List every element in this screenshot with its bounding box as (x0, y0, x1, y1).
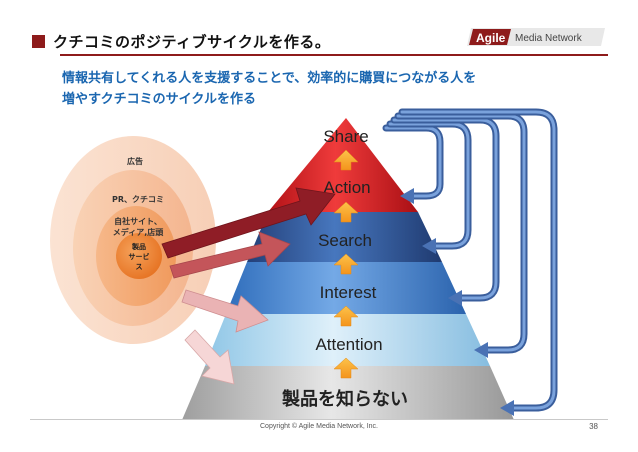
title-underline (60, 54, 608, 56)
loop-arrow-to-search (388, 122, 470, 248)
channel-arrows (161, 187, 336, 385)
loop-arrow-to-attention (396, 114, 526, 352)
logo-rest-text: Media Network (515, 33, 583, 44)
level-search: Search (318, 231, 372, 250)
title-bar: クチコミのポジティブサイクルを作る。 (32, 28, 330, 54)
level-action: Action (323, 178, 370, 197)
pyramid-attention-tier (205, 314, 490, 366)
loop-arrow-to-interest (392, 118, 498, 300)
page-title: クチコミのポジティブサイクルを作る。 (53, 32, 331, 51)
subtitle-line-2: 増やすクチコミのサイクルを作る (62, 92, 256, 107)
product-to-action-arrow (161, 187, 336, 259)
product-label-1: 製品 (131, 242, 146, 251)
stage-up-arrows (333, 149, 359, 379)
product-label-3: ス (136, 263, 143, 271)
level-attention: Attention (315, 335, 382, 354)
footer: Copyright © Agile Media Network, Inc. 38 (0, 416, 638, 442)
copyright-text: Copyright © Agile Media Network, Inc. (260, 423, 378, 430)
pr-to-interest-arrow (181, 289, 269, 333)
channel-circles: 広告 PR、クチコミ 自社サイト、 メディア,店頭 製品 サービ ス (50, 136, 216, 344)
subtitle-line-1: 情報共有してくれる人を支援することで、効率的に購買につながる人を (62, 71, 477, 86)
level-share: Share (323, 127, 368, 146)
ad-to-attention-arrow (184, 329, 235, 385)
subtitle: 情報共有してくれる人を支援することで、効率的に購買につながる人を 増やすクチコミ… (62, 68, 582, 110)
level-interest: Interest (320, 283, 377, 302)
pyramid-search-tier (247, 212, 442, 262)
up-arrow-icon (333, 201, 359, 223)
arrowhead-icon (422, 238, 436, 254)
share-loop-arrows (382, 108, 558, 412)
owned-to-search-arrow (169, 231, 291, 279)
page-number: 38 (589, 422, 598, 431)
product-label-2: サービ (129, 252, 150, 261)
up-arrow-icon (333, 253, 359, 275)
up-arrow-icon (333, 357, 359, 379)
pyramid-interest-tier (226, 262, 466, 314)
loop-arrowheads (400, 188, 514, 416)
up-arrow-icon (333, 305, 359, 327)
ad-label: 広告 (127, 156, 143, 166)
loop-arrow-to-unaware (400, 110, 556, 410)
title-marker (32, 34, 45, 48)
logo-agile-text: Agile (476, 31, 506, 45)
level-unaware: 製品を知らない (281, 388, 408, 410)
arrowhead-icon (400, 188, 414, 204)
pr-label: PR、クチコミ (112, 194, 164, 204)
owned-label-2: メディア,店頭 (113, 227, 164, 237)
pyramid-unaware-tier (182, 366, 514, 420)
owned-label-1: 自社サイト、 (114, 216, 162, 226)
arrowhead-icon (500, 400, 514, 416)
arrowhead-icon (448, 290, 462, 306)
product-circle (116, 233, 162, 279)
agile-media-network-logo: Agile Media Network (467, 28, 605, 46)
loop-arrow-to-action (384, 126, 442, 198)
footer-rule (30, 419, 608, 420)
up-arrow-icon (333, 149, 359, 171)
arrowhead-icon (474, 342, 488, 358)
